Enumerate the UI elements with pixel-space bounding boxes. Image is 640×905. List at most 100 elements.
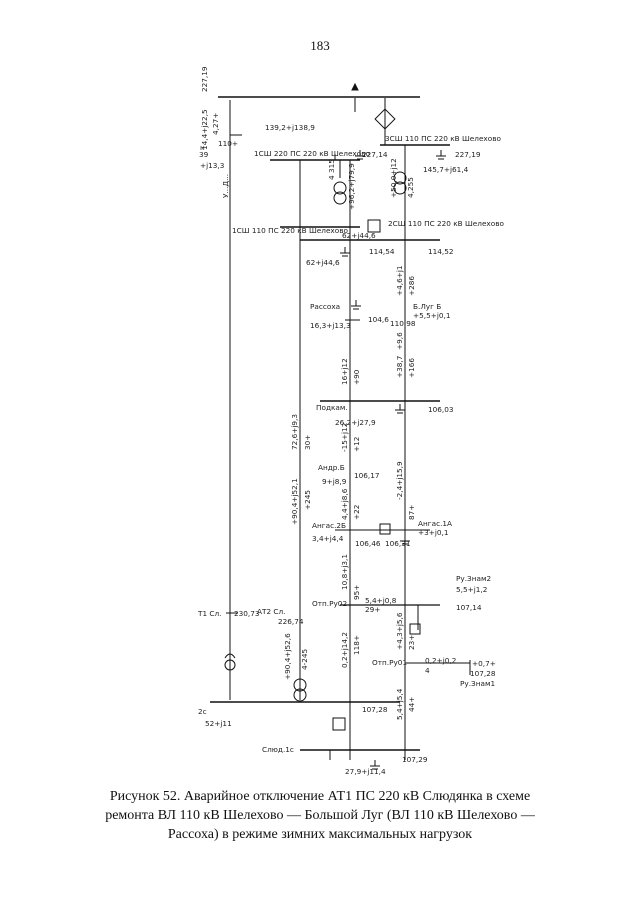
svg-text:0,2+j14,2: 0,2+j14,2 xyxy=(340,632,349,668)
svg-text:16+j12: 16+j12 xyxy=(340,358,349,385)
breaker-diamond xyxy=(374,108,396,130)
svg-text:118+: 118+ xyxy=(352,635,361,655)
svg-text:+0,7+: +0,7+ xyxy=(472,659,496,668)
top-voltage-label: 227,19 xyxy=(200,66,209,92)
caption-line-3: Рассоха) в режиме зимних максимальных на… xyxy=(167,827,473,842)
svg-text:110,98: 110,98 xyxy=(390,319,416,328)
svg-text:30+: 30+ xyxy=(303,435,312,450)
svg-text:39: 39 xyxy=(199,150,209,159)
svg-text:52+j11: 52+j11 xyxy=(205,719,232,728)
svg-text:139,2+j138,9: 139,2+j138,9 xyxy=(265,123,315,132)
svg-text:Б.Луг Б: Б.Луг Б xyxy=(413,302,441,311)
svg-text:Отп.Ру02: Отп.Ру02 xyxy=(312,599,347,608)
svg-text:72,6+j9,3: 72,6+j9,3 xyxy=(290,414,299,450)
page-number: 183 xyxy=(310,38,330,53)
transformer-t1 xyxy=(224,659,236,671)
svg-text:АТ2 Сл.: АТ2 Сл. xyxy=(257,607,286,616)
svg-text:Ру.Знам1: Ру.Знам1 xyxy=(460,679,495,688)
svg-text:4,27+: 4,27+ xyxy=(211,113,220,135)
svg-text:4-245: 4-245 xyxy=(300,649,309,670)
svg-text:Т1 Сл.: Т1 Сл. xyxy=(197,609,222,618)
svg-text:107,29: 107,29 xyxy=(402,755,428,764)
svg-text:227,19: 227,19 xyxy=(455,150,481,159)
svg-text:106,17: 106,17 xyxy=(354,471,380,480)
svg-text:230,73: 230,73 xyxy=(234,609,260,618)
transformer-1sh xyxy=(333,181,347,195)
svg-text:+166: +166 xyxy=(407,358,416,378)
svg-text:+9,6: +9,6 xyxy=(395,332,404,350)
svg-text:107,14: 107,14 xyxy=(456,603,482,612)
svg-text:+90,4+j52,1: +90,4+j52,1 xyxy=(290,478,299,525)
svg-text:29+: 29+ xyxy=(365,605,380,614)
svg-text:114,54: 114,54 xyxy=(369,247,395,256)
caption-line-1: Рисунок 52. Аварийное отключение АТ1 ПС … xyxy=(109,789,531,804)
svg-text:+4,3+j5,6: +4,3+j5,6 xyxy=(395,612,404,650)
svg-text:5,4+j0,8: 5,4+j0,8 xyxy=(365,596,397,605)
transformer-at2 xyxy=(293,678,307,692)
svg-text:+90,4+j52,6: +90,4+j52,6 xyxy=(283,633,292,680)
svg-text:27,9+j11,4: 27,9+j11,4 xyxy=(345,767,386,776)
power-flow-diagram: 227,19 14,4+j22,5 4,27+ 110+ н 39 +j13,3… xyxy=(197,66,505,776)
svg-text:107,28: 107,28 xyxy=(470,669,496,678)
svg-text:4,4+j8,6: 4,4+j8,6 xyxy=(340,488,349,520)
svg-text:110+: 110+ xyxy=(218,139,238,148)
svg-text:2с: 2с xyxy=(198,707,207,716)
svg-text:104,6: 104,6 xyxy=(368,315,389,324)
svg-text:106,31: 106,31 xyxy=(385,539,411,548)
svg-text:Слюд.1с: Слюд.1с xyxy=(262,745,294,754)
svg-text:+4,6+j1: +4,6+j1 xyxy=(395,265,404,296)
svg-text:+j13,3: +j13,3 xyxy=(200,161,225,170)
svg-text:106,03: 106,03 xyxy=(428,405,454,414)
svg-text:4: 4 xyxy=(425,666,430,675)
svg-text:Рассоха: Рассоха xyxy=(310,302,340,311)
bus-1sh-220-label: 1СШ 220 ПС 220 кВ Шелехово xyxy=(254,149,371,158)
bus-3sh-110-label: 3СШ 110 ПС 220 кВ Шелехово xyxy=(385,134,502,143)
caption-line-2: ремонта ВЛ 110 кВ Шелехово — Большой Луг… xyxy=(105,808,535,823)
svg-text:Ру.Знам2: Ру.Знам2 xyxy=(456,574,491,583)
figure-caption: Рисунок 52. Аварийное отключение АТ1 ПС … xyxy=(60,787,580,844)
svg-text:Ангас.2Б: Ангас.2Б xyxy=(312,521,346,530)
svg-text:9+j8,9: 9+j8,9 xyxy=(322,477,347,486)
svg-text:0,2+j0,2: 0,2+j0,2 xyxy=(425,656,456,665)
svg-text:+50,0+j12: +50,0+j12 xyxy=(389,158,398,198)
svg-text:106,46: 106,46 xyxy=(355,539,381,548)
svg-text:-2,4+j15,9: -2,4+j15,9 xyxy=(395,461,404,500)
svg-text:+245: +245 xyxy=(303,490,312,510)
svg-text:14,4+j22,5: 14,4+j22,5 xyxy=(200,109,209,150)
svg-text:+90: +90 xyxy=(352,369,361,385)
bus-1sh-110-label: 1СШ 110 ПС 220 кВ Шелехово xyxy=(232,226,349,235)
svg-text:16,3+j13,3: 16,3+j13,3 xyxy=(310,321,351,330)
svg-text:+12: +12 xyxy=(352,437,361,452)
svg-text:Подкам.: Подкам. xyxy=(316,403,348,412)
bus-2sh-110-label: 2СШ 110 ПС 220 кВ Шелехово xyxy=(388,219,505,228)
svg-text:+3+j0,1: +3+j0,1 xyxy=(418,528,449,537)
svg-text:114,52: 114,52 xyxy=(428,247,454,256)
svg-text:95+: 95+ xyxy=(352,585,361,600)
svg-text:5,4+j5,4: 5,4+j5,4 xyxy=(395,688,404,720)
svg-text:5,5+j1,2: 5,5+j1,2 xyxy=(456,585,487,594)
svg-text:26,2+j27,9: 26,2+j27,9 xyxy=(335,418,376,427)
svg-text:+286: +286 xyxy=(407,276,416,296)
svg-text:62+j44,6: 62+j44,6 xyxy=(306,258,340,267)
svg-text:87+: 87+ xyxy=(407,505,416,520)
transformer-3sh xyxy=(393,171,407,185)
svg-text:Андр.Б: Андр.Б xyxy=(318,463,345,472)
svg-text:62+j44,6: 62+j44,6 xyxy=(342,231,376,240)
svg-text:н: н xyxy=(200,143,205,152)
svg-text:-15+j12: -15+j12 xyxy=(340,423,349,452)
svg-text:226,74: 226,74 xyxy=(278,617,304,626)
svg-text:+96,2+j79,9: +96,2+j79,9 xyxy=(347,163,356,210)
svg-text:+5,5+j0,1: +5,5+j0,1 xyxy=(413,311,450,320)
svg-text:145,7+j61,4: 145,7+j61,4 xyxy=(423,165,469,174)
svg-text:+22: +22 xyxy=(352,505,361,520)
svg-text:4,255: 4,255 xyxy=(406,177,415,198)
svg-text:107,28: 107,28 xyxy=(362,705,388,714)
svg-text:44+: 44+ xyxy=(407,697,416,712)
svg-text:+38,7: +38,7 xyxy=(395,355,404,378)
svg-text:227,14: 227,14 xyxy=(362,150,388,159)
svg-text:10,8+j3,1: 10,8+j3,1 xyxy=(340,554,349,590)
svg-text:3,4+j4,4: 3,4+j4,4 xyxy=(312,534,344,543)
svg-text:4 315: 4 315 xyxy=(327,159,336,180)
svg-text:23+: 23+ xyxy=(407,635,416,650)
svg-text:У...Д...: У...Д... xyxy=(221,174,230,198)
